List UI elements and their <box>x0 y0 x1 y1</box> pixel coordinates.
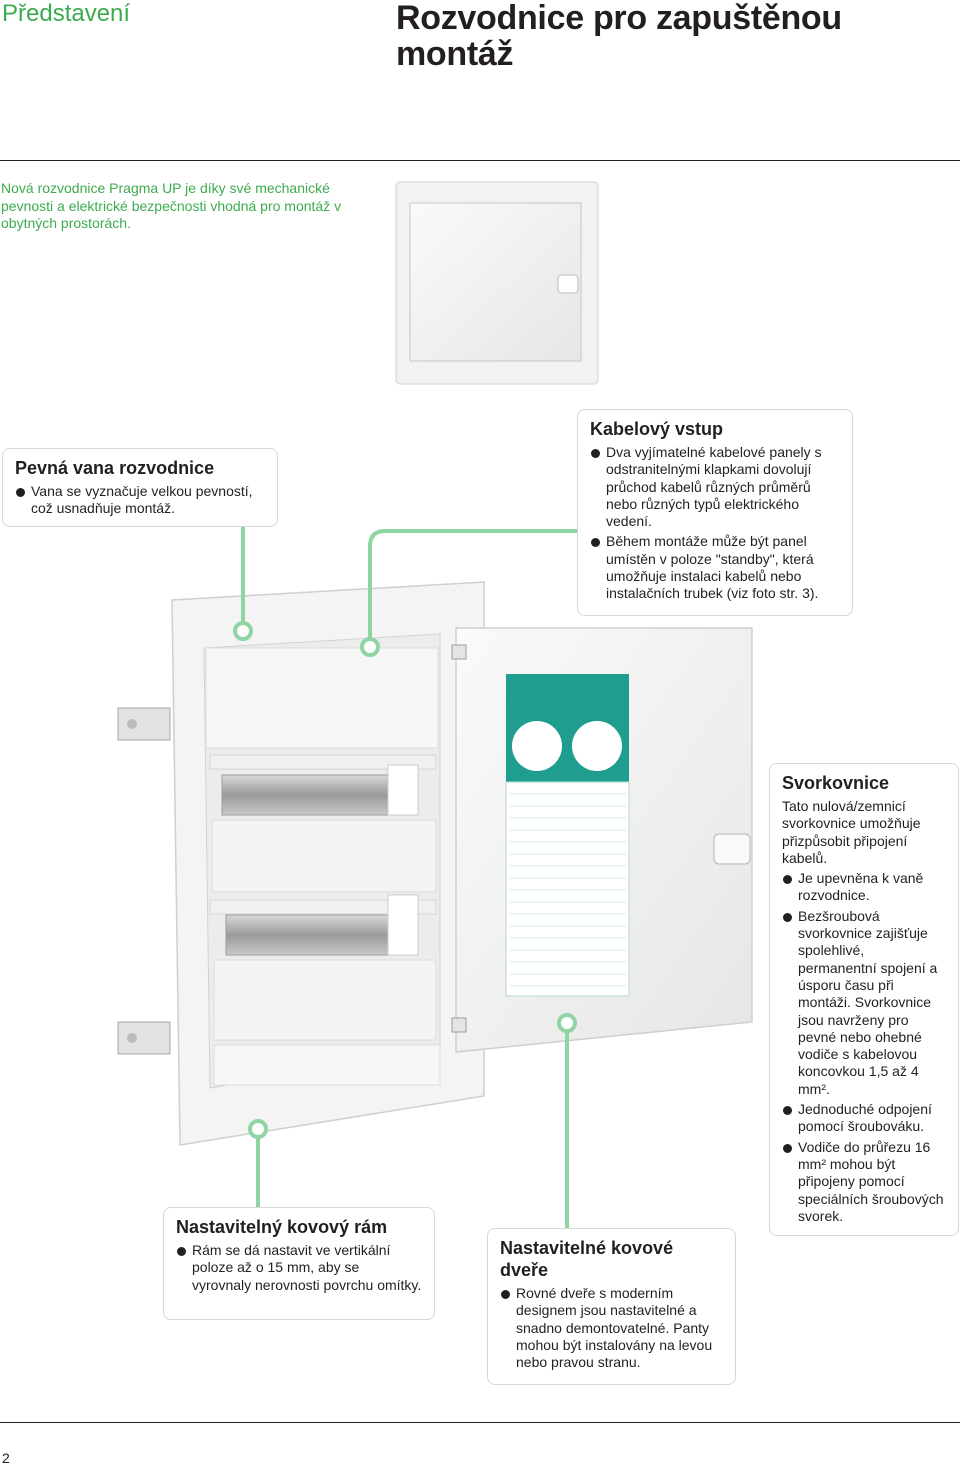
list-item: Vodiče do průřezu 16 mm² mohou být připo… <box>782 1139 946 1225</box>
page-title: Rozvodnice pro zapuštěnou montáž <box>396 0 842 73</box>
callout-list: Rovné dveře s moderním designem jsou nas… <box>500 1285 723 1371</box>
closed-enclosure-image <box>395 181 599 385</box>
bottom-rule <box>0 1422 960 1423</box>
callout-title: Pevná vana rozvodnice <box>15 458 215 478</box>
list-item: Jednoduché odpojení pomocí šroubováku. <box>782 1101 946 1136</box>
callout-list: Dva vyjímatelné kabelové panely s odstra… <box>590 444 840 603</box>
callout-terminal-block: Svorkovnice Tato nulová/zemnicí svorkovn… <box>769 763 959 1236</box>
list-item: Rovné dveře s moderním designem jsou nas… <box>500 1285 723 1371</box>
callout-title: Nastavitelné kovové dveře <box>500 1238 674 1280</box>
callout-adjustable-door: Nastavitelné kovové dveře Rovné dveře s … <box>487 1228 736 1385</box>
callout-adjustable-frame: Nastavitelný kovový rám Rám se dá nastav… <box>163 1207 435 1320</box>
list-item: Během montáže může být panel umístěn v p… <box>590 533 840 602</box>
list-item: Dva vyjímatelné kabelové panely s odstra… <box>590 444 840 530</box>
intro-text: Nová rozvodnice Pragma UP je díky své me… <box>1 180 342 231</box>
callout-title: Svorkovnice <box>782 773 890 793</box>
callout-title: Kabelový vstup <box>590 419 724 439</box>
top-rule <box>0 160 960 161</box>
list-item: Bezšroubová svorkovnice zajišťuje spoleh… <box>782 908 946 1098</box>
callout-list: Vana se vyznačuje velkou pevností, což u… <box>15 483 265 518</box>
page-number: 2 <box>2 1450 10 1466</box>
list-item: Je upevněna k vaně rozvodnice. <box>782 870 946 905</box>
callout-text: Tato nulová/zemnicí svorkovnice umožňuje… <box>782 798 921 866</box>
callout-list: Rám se dá nastavit ve vertikální poloze … <box>176 1242 422 1294</box>
list-item: Rám se dá nastavit ve vertikální poloze … <box>176 1242 422 1294</box>
callout-cable-entry: Kabelový vstup Dva vyjímatelné kabelové … <box>577 409 853 616</box>
callout-fixed-tub: Pevná vana rozvodnice Vana se vyznačuje … <box>2 448 278 527</box>
callout-list: Je upevněna k vaně rozvodnice. Bezšroubo… <box>782 870 946 1225</box>
open-enclosure-image <box>117 581 753 1146</box>
section-label: Představení <box>2 0 131 27</box>
callout-title: Nastavitelný kovový rám <box>176 1217 388 1237</box>
list-item: Vana se vyznačuje velkou pevností, což u… <box>15 483 265 518</box>
